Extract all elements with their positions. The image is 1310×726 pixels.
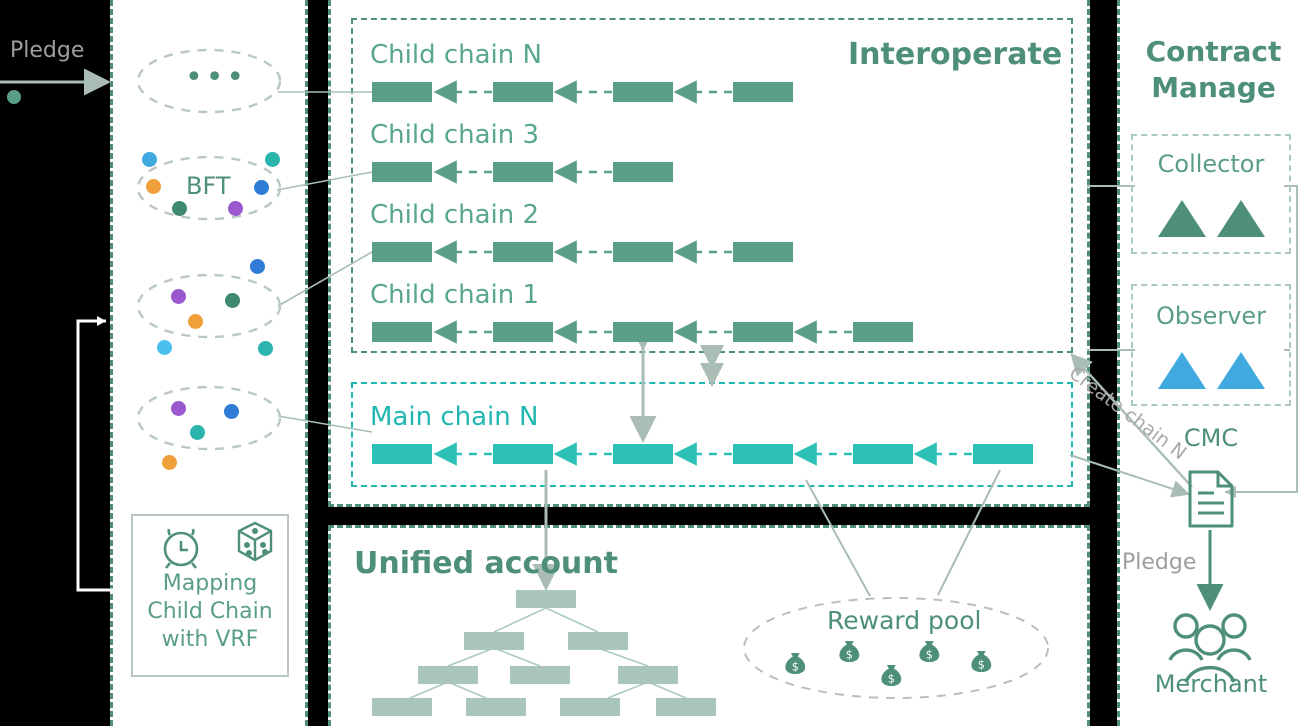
node-dot <box>254 180 269 195</box>
node-dot <box>172 201 187 216</box>
chain-block <box>853 322 913 342</box>
node-dot <box>225 293 240 308</box>
chain-block <box>733 322 793 342</box>
contract-manage-line-1: Contract <box>1145 35 1282 68</box>
merkle-node <box>656 698 716 716</box>
node-dot <box>228 201 243 216</box>
node-dot <box>188 314 203 329</box>
chain-block <box>613 82 673 102</box>
main-chain-block <box>973 444 1033 464</box>
chain-block <box>372 82 432 102</box>
contract-manage-header: Contract Manage <box>1121 34 1306 106</box>
chain-block <box>733 242 793 262</box>
chain-block <box>493 242 553 262</box>
merchant-label: Merchant <box>1154 670 1268 698</box>
interoperate-header: Interoperate <box>848 37 1063 72</box>
merkle-node <box>516 590 576 608</box>
main-chain-block <box>613 444 673 464</box>
merkle-node <box>466 698 526 716</box>
cmc-label: CMC <box>1183 424 1239 452</box>
node-dot <box>171 289 186 304</box>
main-chain-group <box>351 382 1073 487</box>
merkle-node <box>418 666 478 684</box>
pledge-dot <box>7 90 21 104</box>
chain-block <box>372 162 432 182</box>
vrf-line-3: with VRF <box>161 627 259 653</box>
main-chain-block <box>853 444 913 464</box>
contract-manage-line-2: Manage <box>1151 70 1276 104</box>
main-chain-block <box>493 444 553 464</box>
unified-account-header: Unified account <box>354 546 618 581</box>
vrf-line-1: Mapping <box>162 571 258 596</box>
main-chain-title: Main chain N <box>370 402 539 432</box>
child-chain-3-title: Child chain 3 <box>370 120 540 150</box>
main-chain-block <box>372 444 432 464</box>
reward-pool-label: Reward pool <box>827 606 982 635</box>
chain-block <box>372 242 432 262</box>
node-dot <box>224 404 239 419</box>
node-dot <box>157 340 172 355</box>
merkle-node <box>618 666 678 684</box>
chain-block <box>613 242 673 262</box>
pledge-label-right: Pledge <box>1122 550 1197 575</box>
vrf-box <box>131 514 289 677</box>
collector-label: Collector <box>1157 150 1265 178</box>
child-chain-1-title: Child chain 1 <box>370 280 540 310</box>
merkle-node <box>568 632 628 650</box>
child-chain-n-title: Child chain N <box>370 40 542 70</box>
merkle-node <box>464 632 524 650</box>
chain-block <box>372 322 432 342</box>
node-dot <box>265 152 280 167</box>
merkle-node <box>372 698 432 716</box>
vrf-label: Mapping Child Chain with VRF <box>137 570 283 654</box>
node-dot <box>142 152 157 167</box>
collector-box <box>1131 134 1291 254</box>
node-dot <box>146 179 161 194</box>
chain-block <box>733 82 793 102</box>
node-dot <box>190 425 205 440</box>
chain-block <box>613 162 673 182</box>
cluster-ellipsis-label: ••• <box>185 60 248 95</box>
node-dot <box>162 455 177 470</box>
node-dot <box>250 259 265 274</box>
merkle-node <box>510 666 570 684</box>
chain-block <box>493 82 553 102</box>
cluster-bft-label: BFT <box>186 172 231 200</box>
chain-block <box>613 322 673 342</box>
child-chain-2-title: Child chain 2 <box>370 200 540 230</box>
chain-block <box>493 322 553 342</box>
chain-block <box>493 162 553 182</box>
pledge-label-left: Pledge <box>10 38 85 63</box>
main-chain-block <box>733 444 793 464</box>
panel-node-clusters <box>110 0 308 726</box>
vrf-line-2: Child Chain <box>147 599 273 625</box>
merkle-node <box>560 698 620 716</box>
node-dot <box>171 401 186 416</box>
observer-box <box>1131 284 1291 406</box>
node-dot <box>258 341 273 356</box>
observer-label: Observer <box>1155 302 1267 330</box>
